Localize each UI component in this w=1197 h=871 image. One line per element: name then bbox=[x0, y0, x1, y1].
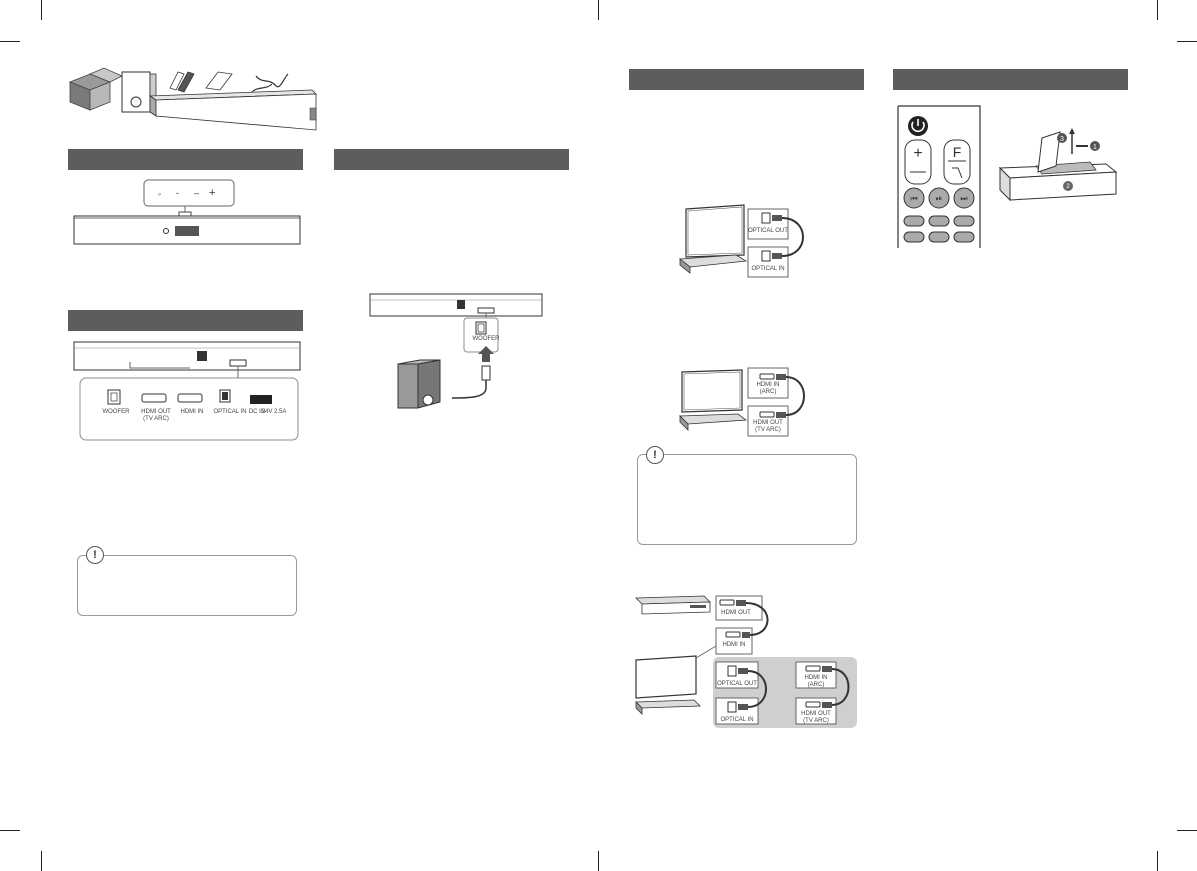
crop-mark bbox=[0, 830, 20, 831]
rear-panel-figure bbox=[73, 341, 301, 441]
combo-tv-hdmi-in: HDMI IN bbox=[722, 642, 746, 648]
svg-text:⏯: ⏯ bbox=[936, 194, 942, 203]
svg-text:2: 2 bbox=[1066, 184, 1070, 190]
combo-tv-arc-sub: (ARC) bbox=[807, 682, 825, 688]
optical-tv-label: OPTICAL OUT bbox=[748, 228, 788, 234]
crop-mark bbox=[598, 0, 599, 20]
crop-mark bbox=[598, 851, 599, 871]
front-panel-figure: ◦ - – + bbox=[73, 179, 301, 245]
hdmi-bar-label: HDMI OUT bbox=[753, 420, 783, 426]
caution-icon: ! bbox=[86, 546, 104, 564]
port-label-optical-in: OPTICAL IN bbox=[213, 409, 247, 415]
crop-mark bbox=[0, 41, 20, 42]
svg-text:+: + bbox=[913, 145, 922, 162]
note-box bbox=[77, 555, 297, 616]
mute-icon bbox=[952, 167, 963, 179]
port-label-hdmi-out: HDMI OUT bbox=[141, 409, 171, 415]
soundbar-icon bbox=[148, 89, 317, 131]
crop-mark bbox=[1177, 830, 1197, 831]
section-bar-tv-connection bbox=[629, 69, 864, 90]
hdmi-bar-sub: (TV ARC) bbox=[755, 427, 781, 433]
power-icon bbox=[908, 116, 928, 136]
port-label-hdmi-out-sub: (TV ARC) bbox=[143, 416, 169, 422]
combined-connection-figure bbox=[635, 595, 850, 725]
section-bar-rear-panel bbox=[68, 310, 303, 331]
svg-text:⏮: ⏮ bbox=[910, 194, 917, 203]
svg-text:1: 1 bbox=[1093, 144, 1097, 151]
crop-mark bbox=[1157, 851, 1158, 871]
caution-icon: ! bbox=[646, 446, 664, 464]
crop-mark bbox=[1157, 0, 1158, 20]
accessories-illustration bbox=[68, 67, 317, 131]
port-label-dc-in: DC IN bbox=[248, 409, 266, 415]
svg-text:F: F bbox=[953, 144, 962, 160]
manual-icon bbox=[205, 71, 233, 91]
optical-connection-figure bbox=[678, 204, 804, 278]
section-bar-remote-control bbox=[893, 69, 1128, 90]
combo-player-label: HDMI OUT bbox=[721, 610, 751, 616]
combo-tv-arc: HDMI IN bbox=[804, 675, 828, 681]
svg-text:+: + bbox=[209, 187, 215, 199]
port-label-hdmi-in: HDMI IN bbox=[180, 409, 204, 415]
woofer-port-label: WOOFER bbox=[472, 336, 500, 342]
combo-bar-optical-in: OPTICAL IN bbox=[720, 717, 754, 723]
subwoofer-icon bbox=[121, 71, 157, 113]
crop-mark bbox=[41, 0, 42, 20]
step-1-icon: 1 bbox=[1076, 141, 1100, 151]
hdmi-tv-label: HDMI IN bbox=[756, 382, 780, 388]
hdmi-connection-figure bbox=[679, 367, 805, 437]
combo-bar-hdmi-out: HDMI OUT bbox=[801, 711, 831, 717]
svg-text:–: – bbox=[194, 188, 199, 198]
svg-text:-: - bbox=[176, 188, 179, 198]
remote-icon bbox=[169, 71, 195, 93]
port-label-woofer: WOOFER bbox=[102, 409, 130, 415]
combo-tv-optical-out: OPTICAL OUT bbox=[717, 681, 757, 687]
remote-control-figure: + F ⏮ ⏯ ⏭ bbox=[897, 105, 981, 248]
combo-bar-hdmi-sub: (TV ARC) bbox=[803, 718, 829, 724]
svg-text:⏭: ⏭ bbox=[960, 194, 967, 203]
svg-text:3: 3 bbox=[1060, 136, 1064, 143]
front-buttons-icon: ◦ - – + bbox=[158, 187, 215, 199]
section-bar-wireless-subwoofer bbox=[334, 149, 569, 170]
hdmi-tv-sub: (ARC) bbox=[759, 389, 777, 395]
svg-text:◦: ◦ bbox=[158, 189, 161, 199]
battery-install-figure: 2 1 3 bbox=[998, 128, 1118, 202]
section-bar-front-panel bbox=[68, 149, 303, 170]
crop-mark bbox=[1177, 41, 1197, 42]
note-box bbox=[637, 454, 857, 545]
crop-mark bbox=[41, 851, 42, 871]
cable-icon bbox=[251, 73, 289, 93]
woofer-connection-figure bbox=[369, 293, 543, 409]
optical-bar-label: OPTICAL IN bbox=[751, 266, 785, 272]
step-3-icon: 3 bbox=[1057, 128, 1075, 154]
box-icon bbox=[68, 67, 123, 111]
port-label-dc-sub: 24V 2.5A bbox=[261, 409, 287, 415]
